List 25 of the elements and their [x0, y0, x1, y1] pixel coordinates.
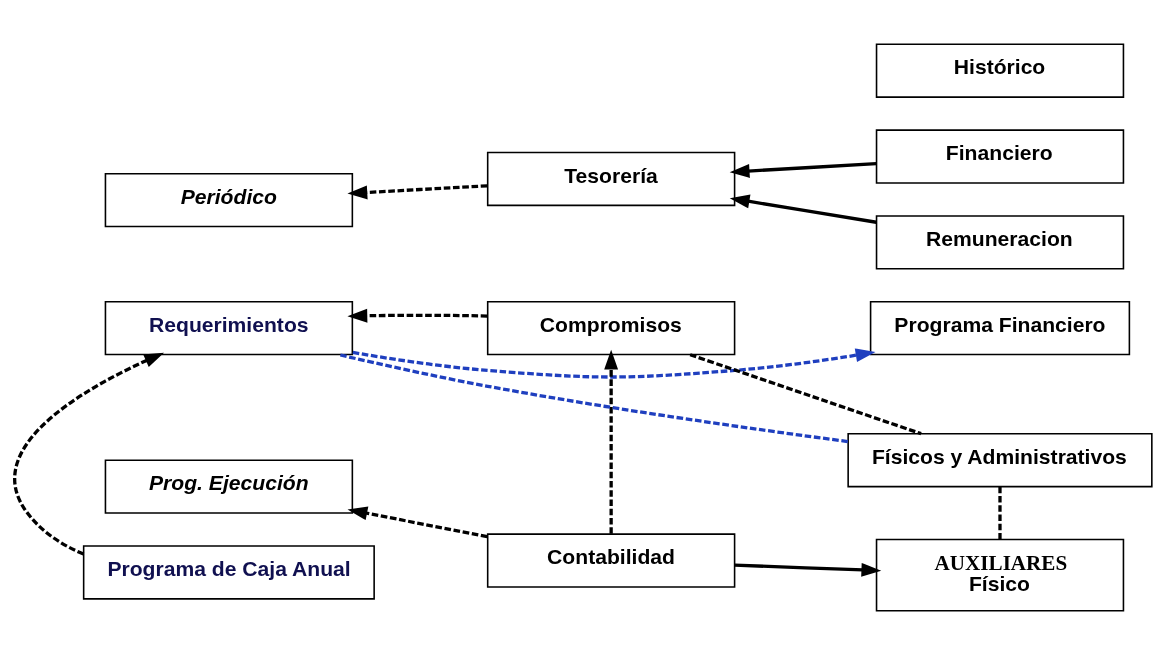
arrow — [13, 352, 165, 556]
arrow — [604, 349, 619, 534]
arrow — [347, 506, 488, 539]
node-box: AUXILIARES Físico — [875, 538, 1125, 612]
node-box: Histórico — [875, 43, 1125, 98]
connector — [338, 353, 849, 444]
arrow — [734, 562, 882, 577]
arrow — [347, 308, 488, 323]
node-box: Remuneracion — [875, 215, 1125, 270]
node-box: Programa de Caja Anual — [82, 545, 375, 600]
node-box: Periódico — [104, 172, 354, 228]
arrow — [347, 184, 488, 200]
connector — [689, 353, 922, 436]
node-box: Financiero — [875, 129, 1125, 184]
node-box: Contabilidad — [486, 533, 736, 588]
node-box: Compromisos — [486, 300, 736, 356]
node-box: Tesorería — [486, 151, 736, 207]
connector — [998, 486, 1002, 540]
arrow — [352, 348, 876, 379]
node-box: Requerimientos — [104, 300, 354, 356]
arrow — [729, 162, 877, 178]
node-box: Programa Financiero — [869, 300, 1131, 356]
arrow — [729, 194, 877, 224]
node-box: Prog. Ejecución — [104, 459, 354, 514]
node-box: Físicos y Administrativos — [847, 433, 1153, 488]
